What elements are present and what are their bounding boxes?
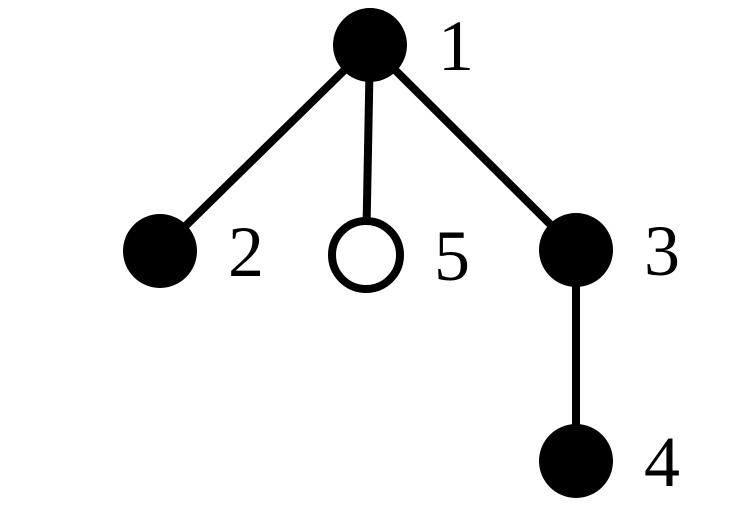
node-label-3: 3 bbox=[644, 211, 680, 291]
node-4 bbox=[539, 424, 613, 498]
node-5 bbox=[328, 217, 404, 293]
node-3 bbox=[539, 213, 613, 287]
node-2 bbox=[123, 214, 197, 288]
node-label-5: 5 bbox=[434, 216, 470, 296]
node-label-1: 1 bbox=[438, 6, 474, 86]
node-1 bbox=[333, 8, 407, 82]
node-label-2: 2 bbox=[228, 212, 264, 292]
edge-1-2 bbox=[157, 42, 373, 254]
edge-1-3 bbox=[367, 42, 579, 253]
node-label-4: 4 bbox=[644, 422, 680, 502]
